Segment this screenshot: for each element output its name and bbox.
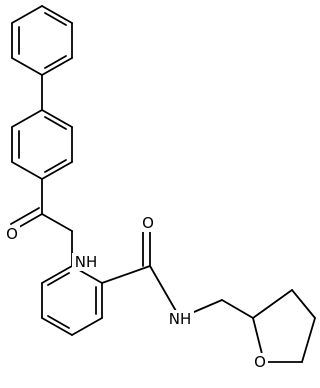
bond xyxy=(11,109,43,128)
bond xyxy=(41,5,73,24)
carbonyl-oxygen-1-label: O xyxy=(6,225,18,243)
bond xyxy=(221,299,254,319)
bond xyxy=(44,12,67,26)
bond xyxy=(11,5,43,24)
bond xyxy=(44,159,67,173)
atom-labels: O NH O NH O xyxy=(4,214,268,371)
bond xyxy=(11,57,43,76)
bond xyxy=(252,289,293,319)
bond xyxy=(44,55,67,69)
amide-nitrogen-1-label: NH xyxy=(75,253,98,271)
bond xyxy=(41,213,73,232)
bond xyxy=(41,57,73,76)
bond xyxy=(41,109,73,128)
bond xyxy=(41,265,73,284)
bond xyxy=(11,161,43,180)
bond xyxy=(291,289,316,319)
bond xyxy=(47,315,70,329)
bond xyxy=(44,116,67,130)
bond xyxy=(41,317,73,336)
bond-lines xyxy=(10,5,316,363)
bond xyxy=(71,317,103,336)
ring-oxygen-label: O xyxy=(254,353,266,371)
bond xyxy=(101,265,151,284)
bond xyxy=(10,207,40,225)
carbonyl-oxygen-2-label: O xyxy=(142,214,154,232)
bond xyxy=(149,265,181,319)
amide-nitrogen-2-label: NH xyxy=(169,310,192,328)
bond xyxy=(47,272,70,286)
bond xyxy=(301,317,316,363)
bond xyxy=(41,161,73,180)
